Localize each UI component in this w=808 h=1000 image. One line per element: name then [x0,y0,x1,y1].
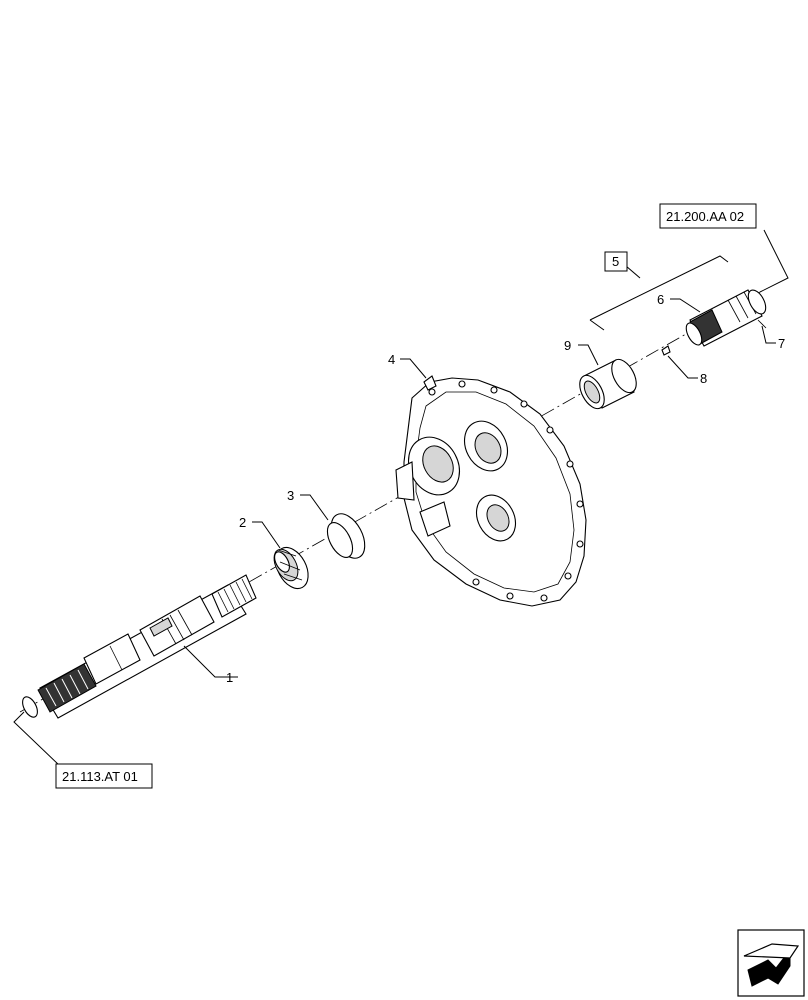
part-7-clip [757,319,767,329]
part-3-race [326,513,366,559]
part-8-pin [661,345,671,356]
callout-7: 7 [778,336,785,351]
callout-2: 2 [239,515,246,530]
callout-5: 5 [612,254,619,269]
callout-9: 9 [564,338,571,353]
reference-box-bottom[interactable]: 21.113.AT 01 [55,763,153,789]
callout-3: 3 [287,488,294,503]
callout-8: 8 [700,371,707,386]
reference-bottom-label: 21.113.AT 01 [62,769,138,784]
callout-6: 6 [657,292,664,307]
next-page-arrow-icon[interactable] [737,929,805,997]
part-6-splined-shaft [685,289,767,347]
part-4-housing [395,375,587,607]
leader-lines [13,229,789,767]
reference-box-top[interactable]: 21.200.AA 02 [659,203,757,229]
part-2-bearing [273,546,309,590]
assembly-centerline [19,291,761,713]
reference-top-label: 21.200.AA 02 [666,209,744,224]
part-9-sleeve [579,358,637,410]
callout-1: 1 [226,670,233,685]
callout-5-box: 5 [604,251,628,272]
part-1-shaft [22,574,257,719]
callout-4: 4 [388,352,395,367]
